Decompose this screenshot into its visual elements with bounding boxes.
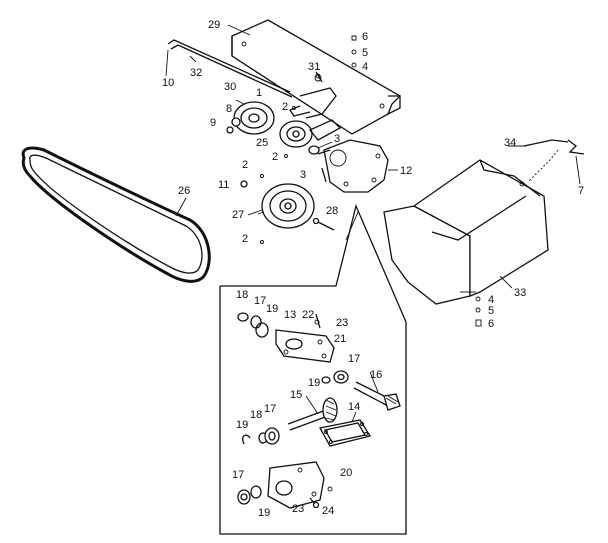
- part-label-26: 26: [178, 185, 190, 197]
- part-label-6-top: 6: [362, 31, 368, 43]
- part-label-3-mid: 3: [300, 169, 306, 181]
- detail-worm-shaft-part: [353, 381, 401, 411]
- part-label-21: 21: [334, 333, 346, 345]
- part-label-23-top: 23: [336, 317, 348, 329]
- small-hardware-parts: [240, 35, 357, 244]
- detail-gasket-part: [318, 419, 372, 447]
- detail-callout-frame: [219, 203, 407, 535]
- part-label-24: 24: [322, 505, 334, 517]
- shift-lever-part: [289, 71, 337, 119]
- part-label-18-lower: 18: [250, 409, 262, 421]
- part-label-11: 11: [218, 179, 229, 191]
- detail-rings-top: [237, 312, 269, 338]
- shaft-part: [308, 119, 342, 155]
- part-label-32: 32: [190, 67, 202, 79]
- detail-rings-mid: [321, 370, 349, 384]
- part-label-31: 31: [308, 61, 320, 73]
- part-label-17-mid: 17: [348, 353, 360, 365]
- part-label-20: 20: [340, 467, 352, 479]
- detail-lower-case-part: [267, 461, 325, 509]
- part-label-2-left: 2: [242, 159, 248, 171]
- part-label-34: 34: [504, 137, 516, 149]
- part-label-4-lower: 4: [488, 294, 494, 306]
- part-label-16: 16: [370, 369, 382, 381]
- part-label-6-lower: 6: [488, 318, 494, 330]
- part-label-2-mid: 2: [272, 151, 278, 163]
- part-label-18-top: 18: [236, 289, 248, 301]
- part-label-5-top: 5: [362, 47, 368, 59]
- part-label-23-bottom: 23: [292, 503, 304, 515]
- part-label-19-top: 19: [266, 303, 278, 315]
- part-label-25: 25: [256, 137, 268, 149]
- part-label-33: 33: [514, 287, 526, 299]
- part-labels: 29 6 5 4 10 32 31 30 1 2 8 9 3 25 2 12 3…: [162, 19, 584, 519]
- detail-rings-lower: [242, 427, 280, 445]
- part-label-2-top: 2: [282, 101, 288, 113]
- part-label-19-bottom: 19: [258, 507, 270, 519]
- housing-cover-part: [383, 159, 549, 305]
- part-label-15: 15: [290, 389, 302, 401]
- large-pulley-part: [257, 183, 315, 229]
- pulley-25-part: [279, 120, 313, 148]
- detail-small-hardware-bottom: [309, 486, 333, 509]
- part-label-2-bottom: 2: [242, 233, 248, 245]
- part-label-10: 10: [162, 77, 174, 89]
- part-label-9: 9: [210, 117, 216, 129]
- drive-belt-part: [21, 146, 211, 283]
- bolt-part: [312, 217, 335, 231]
- part-label-27: 27: [232, 209, 244, 221]
- nut-part: [226, 117, 241, 134]
- part-label-5-lower: 5: [488, 305, 494, 317]
- part-label-14: 14: [348, 401, 360, 413]
- part-label-1: 1: [256, 87, 262, 99]
- small-pulley-part: [233, 99, 275, 135]
- part-label-30: 30: [224, 81, 236, 93]
- part-label-19-mid: 19: [308, 377, 320, 389]
- part-label-13: 13: [284, 309, 296, 321]
- gear-case-part: [317, 139, 398, 193]
- detail-small-hardware-top: [314, 313, 321, 329]
- part-label-29: 29: [208, 19, 220, 31]
- part-label-4-top: 4: [362, 61, 368, 73]
- detail-bearing-cover-part: [275, 329, 335, 363]
- cover-hardware: [475, 296, 482, 327]
- part-label-7: 7: [578, 185, 584, 197]
- part-label-17-top: 17: [254, 295, 266, 307]
- part-label-28: 28: [326, 205, 338, 217]
- part-label-12: 12: [400, 165, 412, 177]
- detail-gear-shaft-part: [287, 397, 338, 431]
- part-label-8: 8: [226, 103, 232, 115]
- cable-part: [523, 139, 585, 183]
- detail-rings-bottom: [237, 485, 262, 505]
- leader-lines: [165, 49, 581, 423]
- part-label-17-bottom: 17: [232, 469, 244, 481]
- part-label-3-top: 3: [334, 133, 340, 145]
- part-label-19-lower: 19: [236, 419, 248, 431]
- part-label-22: 22: [302, 309, 314, 321]
- rod-part: [167, 39, 293, 98]
- part-label-17-lower: 17: [264, 403, 276, 415]
